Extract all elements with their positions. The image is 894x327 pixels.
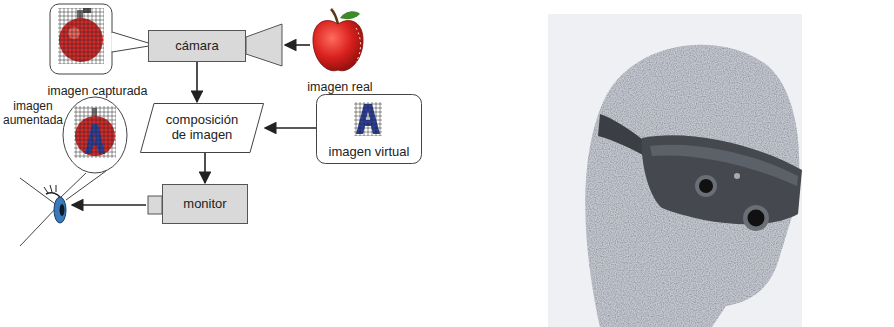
camera-box: cámara xyxy=(148,30,246,62)
node-text: imagen virtual xyxy=(329,145,410,160)
node-text: imagen capturada xyxy=(47,84,147,98)
flow-arrow xyxy=(204,153,206,183)
monitor-box: monitor xyxy=(162,184,248,224)
node-outline xyxy=(40,2,155,98)
node-text: monitor xyxy=(183,197,226,212)
flow-arrow xyxy=(265,127,316,129)
light-arrow xyxy=(285,44,310,46)
thought-bubble: imagen aumentada xyxy=(2,94,134,174)
pixel-apple xyxy=(58,8,104,64)
image-label: imagen real xyxy=(296,80,384,94)
eye xyxy=(20,178,66,246)
image-box: imagen virtual xyxy=(316,94,422,164)
real-apple xyxy=(313,9,363,71)
camera-lens xyxy=(246,24,282,66)
callout-bubble: imagen capturada xyxy=(40,2,155,98)
pixel-letter xyxy=(354,102,382,136)
flow-arrow xyxy=(196,62,198,102)
monitor-screen xyxy=(148,196,162,214)
node-text: cámara xyxy=(175,39,218,54)
augmented-pixel-image xyxy=(74,106,116,158)
node-text: composición de imagen xyxy=(158,113,246,143)
node-text: imagen aumentada xyxy=(2,100,64,128)
hmd-photo xyxy=(548,14,802,327)
view-arrow xyxy=(72,204,146,206)
process-parallelogram: composición de imagen xyxy=(140,103,264,153)
